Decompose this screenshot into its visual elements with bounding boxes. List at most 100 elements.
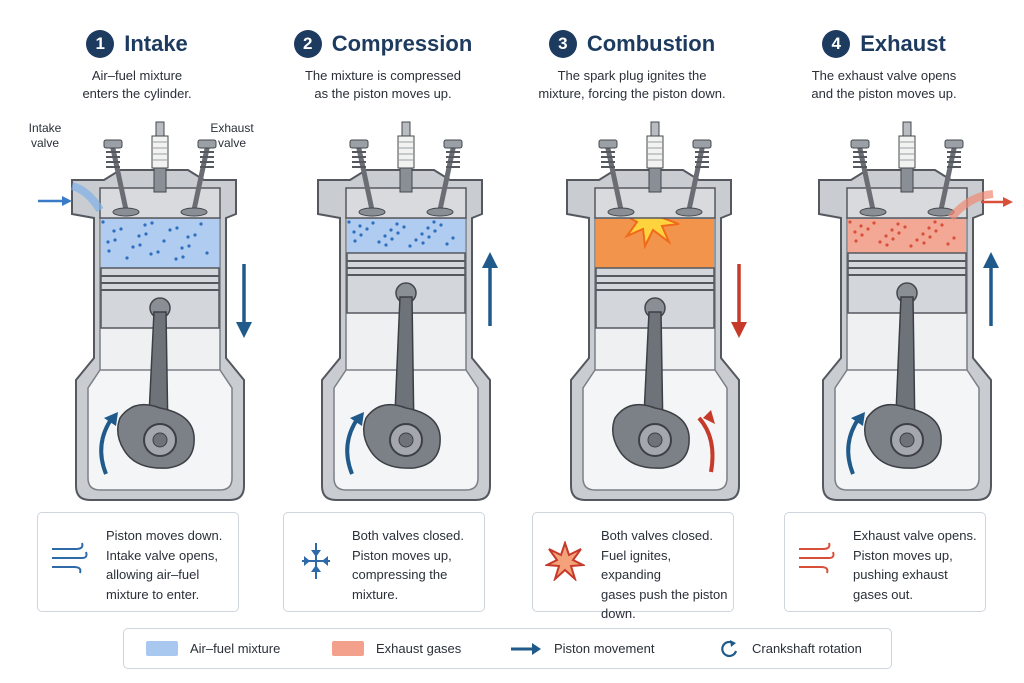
- crank-rotation-arrow: [99, 412, 118, 475]
- spark-plug: [397, 121, 415, 193]
- intake-valve: [598, 139, 635, 217]
- crankshaft: [612, 403, 690, 469]
- air-flow-icon: [52, 542, 88, 574]
- particle: [426, 226, 430, 230]
- summary-line: Exhaust valve opens.: [853, 528, 977, 543]
- particle: [872, 221, 876, 225]
- stroke-description-line: mixture, forcing the piston down.: [538, 86, 726, 101]
- particle: [180, 246, 184, 250]
- piston-movement-arrow: [482, 252, 498, 326]
- legend-swatch-exhaust: [332, 641, 364, 656]
- particle: [101, 220, 105, 224]
- stroke-header: 4 Exhaust: [760, 30, 1008, 58]
- stroke-description-line: and the piston moves up.: [811, 86, 957, 101]
- particle: [940, 223, 944, 227]
- step-number-badge: 3: [548, 30, 577, 58]
- step-number-badge: 1: [86, 30, 115, 58]
- crankshaft: [363, 403, 441, 469]
- summary-line: pushing exhaust: [853, 567, 948, 582]
- combustion-chamber: [347, 219, 465, 254]
- particle: [885, 243, 889, 247]
- particle: [107, 249, 111, 253]
- particle: [144, 232, 148, 236]
- summary-icon-wrap: [296, 541, 336, 586]
- exhaust-valve: [180, 139, 217, 217]
- particle: [365, 227, 369, 231]
- particle: [174, 257, 178, 261]
- piston-movement-arrow: [983, 252, 999, 326]
- particle: [113, 238, 117, 242]
- particle: [897, 231, 901, 235]
- exhaust-valve: [927, 139, 964, 217]
- particle: [896, 222, 900, 226]
- exhaust-flow-icon: [799, 542, 835, 574]
- engine-cylinder-diagram: [818, 121, 1013, 501]
- particle: [933, 220, 937, 224]
- summary-text: Both valves closed. Fuel ignites, expand…: [601, 526, 733, 624]
- intake-valve-label-line2: valve: [30, 136, 59, 150]
- summary-line: down.: [601, 606, 636, 621]
- legend-label-piston: Piston movement: [554, 641, 655, 656]
- particle: [389, 228, 393, 232]
- particle: [439, 223, 443, 227]
- particle: [946, 242, 950, 246]
- particle: [427, 235, 431, 239]
- summary-line: Piston moves up,: [352, 547, 452, 563]
- particle: [921, 232, 925, 236]
- particle: [353, 239, 357, 243]
- stroke-description-line: The exhaust valve opens: [811, 68, 957, 83]
- explosion-icon: [543, 539, 587, 583]
- particle: [358, 224, 362, 228]
- exhaust-valve: [426, 139, 463, 217]
- particle: [952, 236, 956, 240]
- stroke-description: Air–fuel mixture enters the cylinder.: [13, 67, 261, 103]
- intake-valve-label-line1: Intake: [28, 121, 62, 135]
- particle: [149, 252, 153, 256]
- step-number-badge: 4: [822, 30, 851, 58]
- particle: [359, 233, 363, 237]
- stroke-description-line: enters the cylinder.: [82, 86, 192, 101]
- particle: [112, 229, 116, 233]
- particle: [420, 232, 424, 236]
- engine-cylinder-diagram: [38, 121, 252, 501]
- rotation-icon: [721, 639, 738, 657]
- intake-valve: [103, 139, 140, 217]
- particle: [181, 255, 185, 259]
- particle: [866, 227, 870, 231]
- stroke-title: Intake: [124, 31, 188, 56]
- particle: [928, 235, 932, 239]
- summary-line: Piston moves down.: [106, 528, 223, 543]
- particle: [853, 230, 857, 234]
- particle: [433, 229, 437, 233]
- stroke-summary-box: Both valves closed. Fuel ignites, expand…: [532, 512, 734, 621]
- engine-figure: [254, 118, 516, 513]
- summary-line: Intake valve opens,: [106, 547, 219, 563]
- stroke-description: The exhaust valve opens and the piston m…: [760, 67, 1008, 103]
- particle: [125, 256, 129, 260]
- particle: [138, 243, 142, 247]
- particle: [891, 237, 895, 241]
- exhaust-flow-arrow: [947, 190, 1013, 221]
- particle: [137, 234, 141, 238]
- spark-plug: [646, 121, 664, 193]
- particle: [451, 236, 455, 240]
- summary-line: compressing the: [352, 567, 448, 582]
- intake-flow-arrow: [38, 182, 104, 213]
- particle: [377, 240, 381, 244]
- intake-valve: [850, 139, 887, 217]
- legend: Air–fuel mixture Exhaust gases Piston mo…: [123, 628, 892, 669]
- particle: [915, 238, 919, 242]
- summary-line: Piston moves up,: [853, 547, 953, 563]
- particle: [884, 234, 888, 238]
- summary-text: Exhaust valve opens. Piston moves up, pu…: [853, 526, 977, 604]
- particle: [187, 244, 191, 248]
- exhaust-valve-label: Exhaust valve: [204, 121, 260, 151]
- particle: [205, 251, 209, 255]
- particle: [878, 240, 882, 244]
- engine-figure: [8, 118, 270, 513]
- particle: [383, 234, 387, 238]
- combustion-chamber: [101, 219, 219, 269]
- legend-item-crank: Crankshaft rotation: [720, 629, 862, 668]
- engine-cylinder-diagram: [566, 121, 747, 501]
- particle: [168, 228, 172, 232]
